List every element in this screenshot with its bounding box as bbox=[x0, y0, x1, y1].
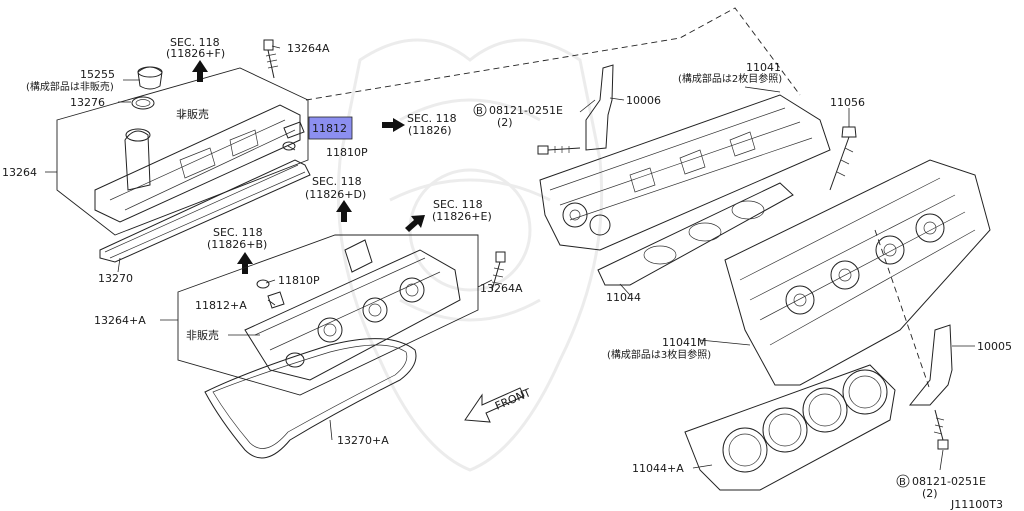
gasket-upper[interactable] bbox=[99, 159, 311, 263]
label-sec118-11826[interactable]: SEC. 118 bbox=[407, 112, 457, 125]
label-13264[interactable]: 13264 bbox=[2, 166, 37, 179]
label-11041-note: (構成部品は2枚目参照) bbox=[678, 72, 782, 85]
diagram-code: J11100T3 bbox=[950, 498, 1003, 511]
label-08121-bottom[interactable]: 08121-0251E bbox=[912, 475, 986, 488]
label-11041[interactable]: 11041 bbox=[746, 61, 781, 74]
head-gasket-11044a[interactable] bbox=[684, 364, 896, 491]
label-sec118-b-sub: (11826+B) bbox=[207, 238, 267, 251]
label-front: FRONT bbox=[493, 386, 533, 413]
label-13270a[interactable]: 13270+A bbox=[337, 434, 389, 447]
label-sec118-11826-sub: (11826) bbox=[408, 124, 452, 137]
label-15255[interactable]: 15255 bbox=[80, 68, 115, 81]
label-sec118-d-sub: (11826+D) bbox=[305, 188, 366, 201]
label-not-sold-top: 非販売 bbox=[176, 108, 209, 121]
gasket-lower[interactable] bbox=[204, 338, 417, 459]
label-13264a[interactable]: 13264+A bbox=[94, 314, 146, 327]
label-08121-bottom-qty: (2) bbox=[922, 487, 938, 500]
arrow-to-sec118-e bbox=[405, 215, 425, 232]
label-13264a-right[interactable]: 13264A bbox=[480, 282, 523, 295]
cylinder-head-11041m[interactable] bbox=[724, 159, 991, 386]
bolt-13264a-top[interactable] bbox=[263, 39, 279, 79]
label-11044[interactable]: 11044 bbox=[606, 291, 641, 304]
label-circled-b-bottom: B bbox=[899, 477, 906, 488]
arrow-to-sec118-11826 bbox=[382, 118, 405, 132]
label-sec118-e[interactable]: SEC. 118 bbox=[433, 198, 483, 211]
bolt-13264a-right[interactable] bbox=[491, 251, 506, 291]
sensor-11812a-part[interactable] bbox=[256, 279, 285, 309]
head-gasket-11044[interactable] bbox=[597, 182, 794, 286]
assembly-dashed-outline bbox=[305, 7, 931, 391]
label-13264a-top[interactable]: 13264A bbox=[287, 42, 330, 55]
label-cap-note: (構成部品は非販売) bbox=[26, 80, 114, 93]
bolt-11056[interactable] bbox=[829, 126, 857, 191]
sensor-11812-highlight[interactable] bbox=[308, 116, 353, 140]
label-11810p-top[interactable]: 11810P bbox=[326, 146, 368, 159]
front-direction-arrow bbox=[464, 387, 525, 423]
bracket-10005[interactable] bbox=[908, 324, 953, 406]
cylinder-head-11041[interactable] bbox=[539, 94, 831, 251]
arrow-to-sec118-b bbox=[237, 252, 253, 274]
label-08121-top[interactable]: 08121-0251E bbox=[489, 104, 563, 117]
label-13276[interactable]: 13276 bbox=[70, 96, 105, 109]
label-not-sold-bottom: 非販売 bbox=[186, 329, 219, 342]
rocker-cover-lower[interactable] bbox=[177, 234, 479, 396]
leader-lines bbox=[45, 45, 975, 471]
oil-filler-cap[interactable] bbox=[137, 66, 163, 90]
arrow-to-sec118-d bbox=[336, 200, 352, 222]
label-11812a[interactable]: 11812+A bbox=[195, 299, 247, 312]
rocker-cover-upper[interactable] bbox=[56, 67, 309, 236]
bracket-10006[interactable] bbox=[585, 64, 614, 151]
label-11812[interactable]: 11812 bbox=[312, 122, 347, 135]
part-labels: SEC. 118 (11826+F) 13264A 15255 (構成部品は非販… bbox=[2, 36, 1012, 511]
label-11810p-bottom[interactable]: 11810P bbox=[278, 274, 320, 287]
arrow-to-sec118-f bbox=[192, 60, 208, 82]
bolt-08121-bottom[interactable] bbox=[933, 409, 949, 450]
label-sec118-b[interactable]: SEC. 118 bbox=[213, 226, 263, 239]
label-11056[interactable]: 11056 bbox=[830, 96, 865, 109]
circled-b-icon-bottom bbox=[896, 474, 910, 488]
label-11044a[interactable]: 11044+A bbox=[632, 462, 684, 475]
label-11041m[interactable]: 11041M bbox=[662, 336, 706, 349]
label-sec118-f-sub: (11826+F) bbox=[166, 47, 225, 60]
cap-gasket[interactable] bbox=[131, 96, 155, 110]
label-13270[interactable]: 13270 bbox=[98, 272, 133, 285]
sensor-11812-part[interactable] bbox=[282, 121, 305, 151]
label-11041m-note: (構成部品は3枚目参照) bbox=[607, 348, 711, 361]
bolt-08121-top[interactable] bbox=[537, 145, 581, 155]
label-10006[interactable]: 10006 bbox=[626, 94, 661, 107]
label-circled-b-top: B bbox=[476, 106, 483, 117]
label-sec118-d[interactable]: SEC. 118 bbox=[312, 175, 362, 188]
label-08121-top-qty: (2) bbox=[497, 116, 513, 129]
circled-b-icon-top bbox=[473, 103, 487, 117]
label-sec118-e-sub: (11826+E) bbox=[432, 210, 492, 223]
label-10005[interactable]: 10005 bbox=[977, 340, 1012, 353]
label-sec118-f[interactable]: SEC. 118 bbox=[170, 36, 220, 49]
